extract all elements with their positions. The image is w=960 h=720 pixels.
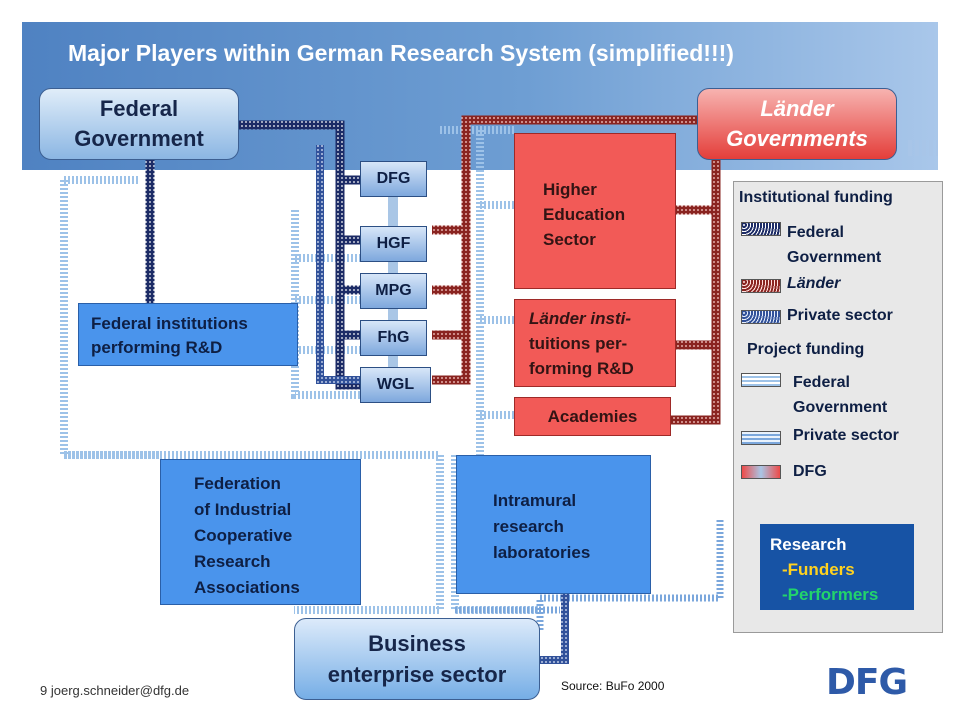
lander-institutional-lines xyxy=(432,115,721,425)
institutional-line xyxy=(316,145,360,384)
node-label-line: Education xyxy=(543,205,626,224)
legend-label-line: Federal xyxy=(787,224,844,241)
project-line xyxy=(291,210,360,399)
private-institutional-lines xyxy=(316,145,569,664)
project-line xyxy=(536,520,724,630)
legend-label-line: Government xyxy=(787,249,882,266)
federal-project-lines xyxy=(60,126,540,614)
node-label-line: Länder insti- xyxy=(529,309,632,328)
intramural-labs-node: Intramural research laboratories xyxy=(456,455,651,594)
node-label-line: Business xyxy=(368,631,466,656)
dfg-node: DFG xyxy=(360,161,427,197)
node-label-line: research xyxy=(493,517,564,536)
federal-institutional-lines xyxy=(145,120,360,390)
node-label-line: Research xyxy=(194,552,271,571)
legend-label: Federal Government xyxy=(787,220,881,270)
legend-label: Private sector xyxy=(793,427,899,444)
node-label-line: of Industrial xyxy=(194,500,292,519)
node-label-line: performing R&D xyxy=(91,338,223,357)
legend-label-line: Government xyxy=(793,399,888,416)
legend-swatch-federal-institutional xyxy=(741,222,781,236)
legend-swatch-lander-institutional xyxy=(741,279,781,293)
research-funders: -Funders xyxy=(782,560,855,579)
legend-label: Federal Government xyxy=(793,370,887,420)
institutional-line xyxy=(432,115,697,385)
private-project-lines xyxy=(455,520,724,630)
mpg-node: MPG xyxy=(360,273,427,309)
lander-institutions-node: Länder insti- tuitions per- forming R&D xyxy=(514,299,676,387)
institutional-line xyxy=(540,590,569,664)
federal-government-node: Federal Government xyxy=(39,88,239,160)
legend-institutional-title: Institutional funding xyxy=(739,189,893,206)
decorative-stripes xyxy=(908,140,938,156)
higher-education-node: Higher Education Sector xyxy=(514,133,676,289)
node-label-line: Associations xyxy=(194,578,300,597)
project-line xyxy=(64,451,444,614)
footer: 9 joerg.schneider@dfg.de xyxy=(40,683,189,698)
node-label-line: Federal institutions xyxy=(91,314,248,333)
legend-swatch-private-institutional xyxy=(741,310,781,324)
contact-email: joerg.schneider@dfg.de xyxy=(50,683,190,698)
business-enterprise-node: Business enterprise sector xyxy=(294,618,540,700)
wgl-node: WGL xyxy=(360,367,431,403)
institutional-line xyxy=(239,120,360,390)
legend-label: Private sector xyxy=(787,307,893,324)
node-label-line: tuitions per- xyxy=(529,334,628,353)
dfg-logo: DFG xyxy=(826,662,908,703)
legend-label-line: Federal xyxy=(793,374,850,391)
legend-swatch-dfg-project xyxy=(741,465,781,479)
research-performers: -Performers xyxy=(782,585,879,604)
node-label-line: Federal xyxy=(99,96,179,121)
node-label-line: Governments xyxy=(726,126,868,151)
academies-node: Academies xyxy=(514,397,671,436)
fhg-node: FhG xyxy=(360,320,427,356)
lander-governments-node: Länder Governments xyxy=(697,88,897,160)
node-label-line: Federation xyxy=(194,474,281,493)
federation-industrial-node: Federation of Industrial Cooperative Res… xyxy=(160,459,361,605)
source-note: Source: BuFo 2000 xyxy=(561,679,665,693)
node-label-line: laboratories xyxy=(493,543,591,562)
legend-project-title: Project funding xyxy=(747,341,865,358)
node-label-line: Cooperative xyxy=(194,526,293,545)
node-label-line: Länder xyxy=(760,96,834,121)
hgf-node: HGF xyxy=(360,226,427,262)
node-label-line: enterprise sector xyxy=(327,662,507,687)
node-label-line: Government xyxy=(74,126,204,151)
node-label-line: Higher xyxy=(543,180,597,199)
research-title: Research xyxy=(770,535,847,554)
node-label-line: Intramural xyxy=(493,491,577,510)
legend-label: DFG xyxy=(793,463,827,480)
legend-label: Länder xyxy=(787,275,841,292)
legend-swatch-federal-project xyxy=(741,373,781,387)
node-label-line: Sector xyxy=(543,230,596,249)
research-key-box: Research -Funders -Performers xyxy=(760,524,914,610)
legend-swatch-private-project xyxy=(741,431,781,445)
node-label-line: forming R&D xyxy=(529,359,634,378)
institutional-line xyxy=(670,160,721,425)
federal-institutions-node: Federal institutions performing R&D xyxy=(78,303,298,366)
page-number: 9 xyxy=(40,683,48,698)
page-title: Major Players within German Research Sys… xyxy=(68,40,734,66)
